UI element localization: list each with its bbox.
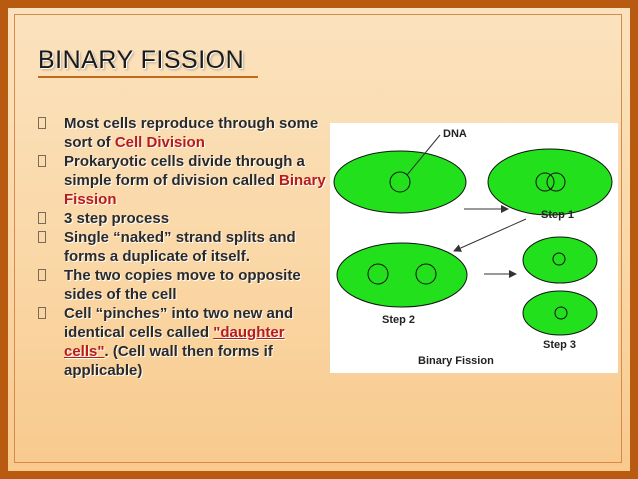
step2-dna-circle-left <box>367 263 389 285</box>
bullet-text: The two copies move to opposite sides of… <box>64 267 301 303</box>
arrow-to-step2 <box>453 218 527 252</box>
parent-dna-circle <box>389 171 411 193</box>
bullet-text: Most cells reproduce through some sort o… <box>64 115 319 151</box>
step1-dna-circle-left <box>535 172 555 192</box>
frame-bottom-border <box>0 471 638 479</box>
bullet-text: . (Cell wall then forms if applicable) <box>64 343 273 379</box>
bullet-item: Single “naked” strand splits and forms a… <box>36 228 326 266</box>
step1-cell <box>487 148 613 216</box>
highlighted-term: "daughter cells" <box>64 324 285 360</box>
bullet-item: Cell “pinches” into two new and identica… <box>36 304 326 380</box>
daughter-bottom-dna-circle <box>554 306 568 320</box>
inner-frame-line <box>14 14 622 463</box>
frame-top-border <box>0 0 638 8</box>
dna-label: DNA <box>443 128 467 140</box>
frame-left-border <box>0 0 8 479</box>
highlighted-term: Cell Division <box>114 134 205 151</box>
title-underline <box>38 76 258 78</box>
bullet-item: Prokaryotic cells divide through a simpl… <box>36 152 326 209</box>
diagram-svg: DNA Step 1 Step 2 Step 3 Binary Fission <box>333 128 613 367</box>
step2-dna-circle-right <box>415 263 437 285</box>
frame-right-border <box>630 0 638 479</box>
diagram-caption: Binary Fission <box>418 355 494 367</box>
highlighted-term: Binary Fission <box>64 172 326 208</box>
parent-cell <box>333 150 467 214</box>
slide-title: BINARY FISSION <box>38 46 245 74</box>
bullet-text: Cell “pinches” into two new and identica… <box>64 305 294 341</box>
bullet-marker-icon <box>38 231 46 243</box>
step2-label: Step 2 <box>382 314 415 326</box>
binary-fission-diagram: DNA Step 1 Step 2 Step 3 Binary Fission <box>330 123 618 373</box>
daughter-cell-top <box>522 236 598 284</box>
bullet-list: Most cells reproduce through some sort o… <box>36 114 326 380</box>
bullet-marker-icon <box>38 307 46 319</box>
step1-dna-circle-right <box>546 172 566 192</box>
step3-label: Step 3 <box>543 339 576 351</box>
bullet-item: The two copies move to opposite sides of… <box>36 266 326 304</box>
bullet-text: Prokaryotic cells divide through a simpl… <box>64 153 305 189</box>
bullet-marker-icon <box>38 269 46 281</box>
bullet-text: 3 step process <box>64 210 170 227</box>
daughter-top-dna-circle <box>552 252 566 266</box>
bullet-marker-icon <box>38 155 46 167</box>
bullet-text: Single “naked” strand splits and forms a… <box>64 229 296 265</box>
bullet-item: Most cells reproduce through some sort o… <box>36 114 326 152</box>
step1-label: Step 1 <box>541 209 574 221</box>
bullet-marker-icon <box>38 117 46 129</box>
dna-pointer-line <box>406 134 441 176</box>
bullet-marker-icon <box>38 212 46 224</box>
bullet-item: 3 step process <box>36 209 326 228</box>
step2-cell <box>336 242 468 308</box>
daughter-cell-bottom <box>522 290 598 336</box>
